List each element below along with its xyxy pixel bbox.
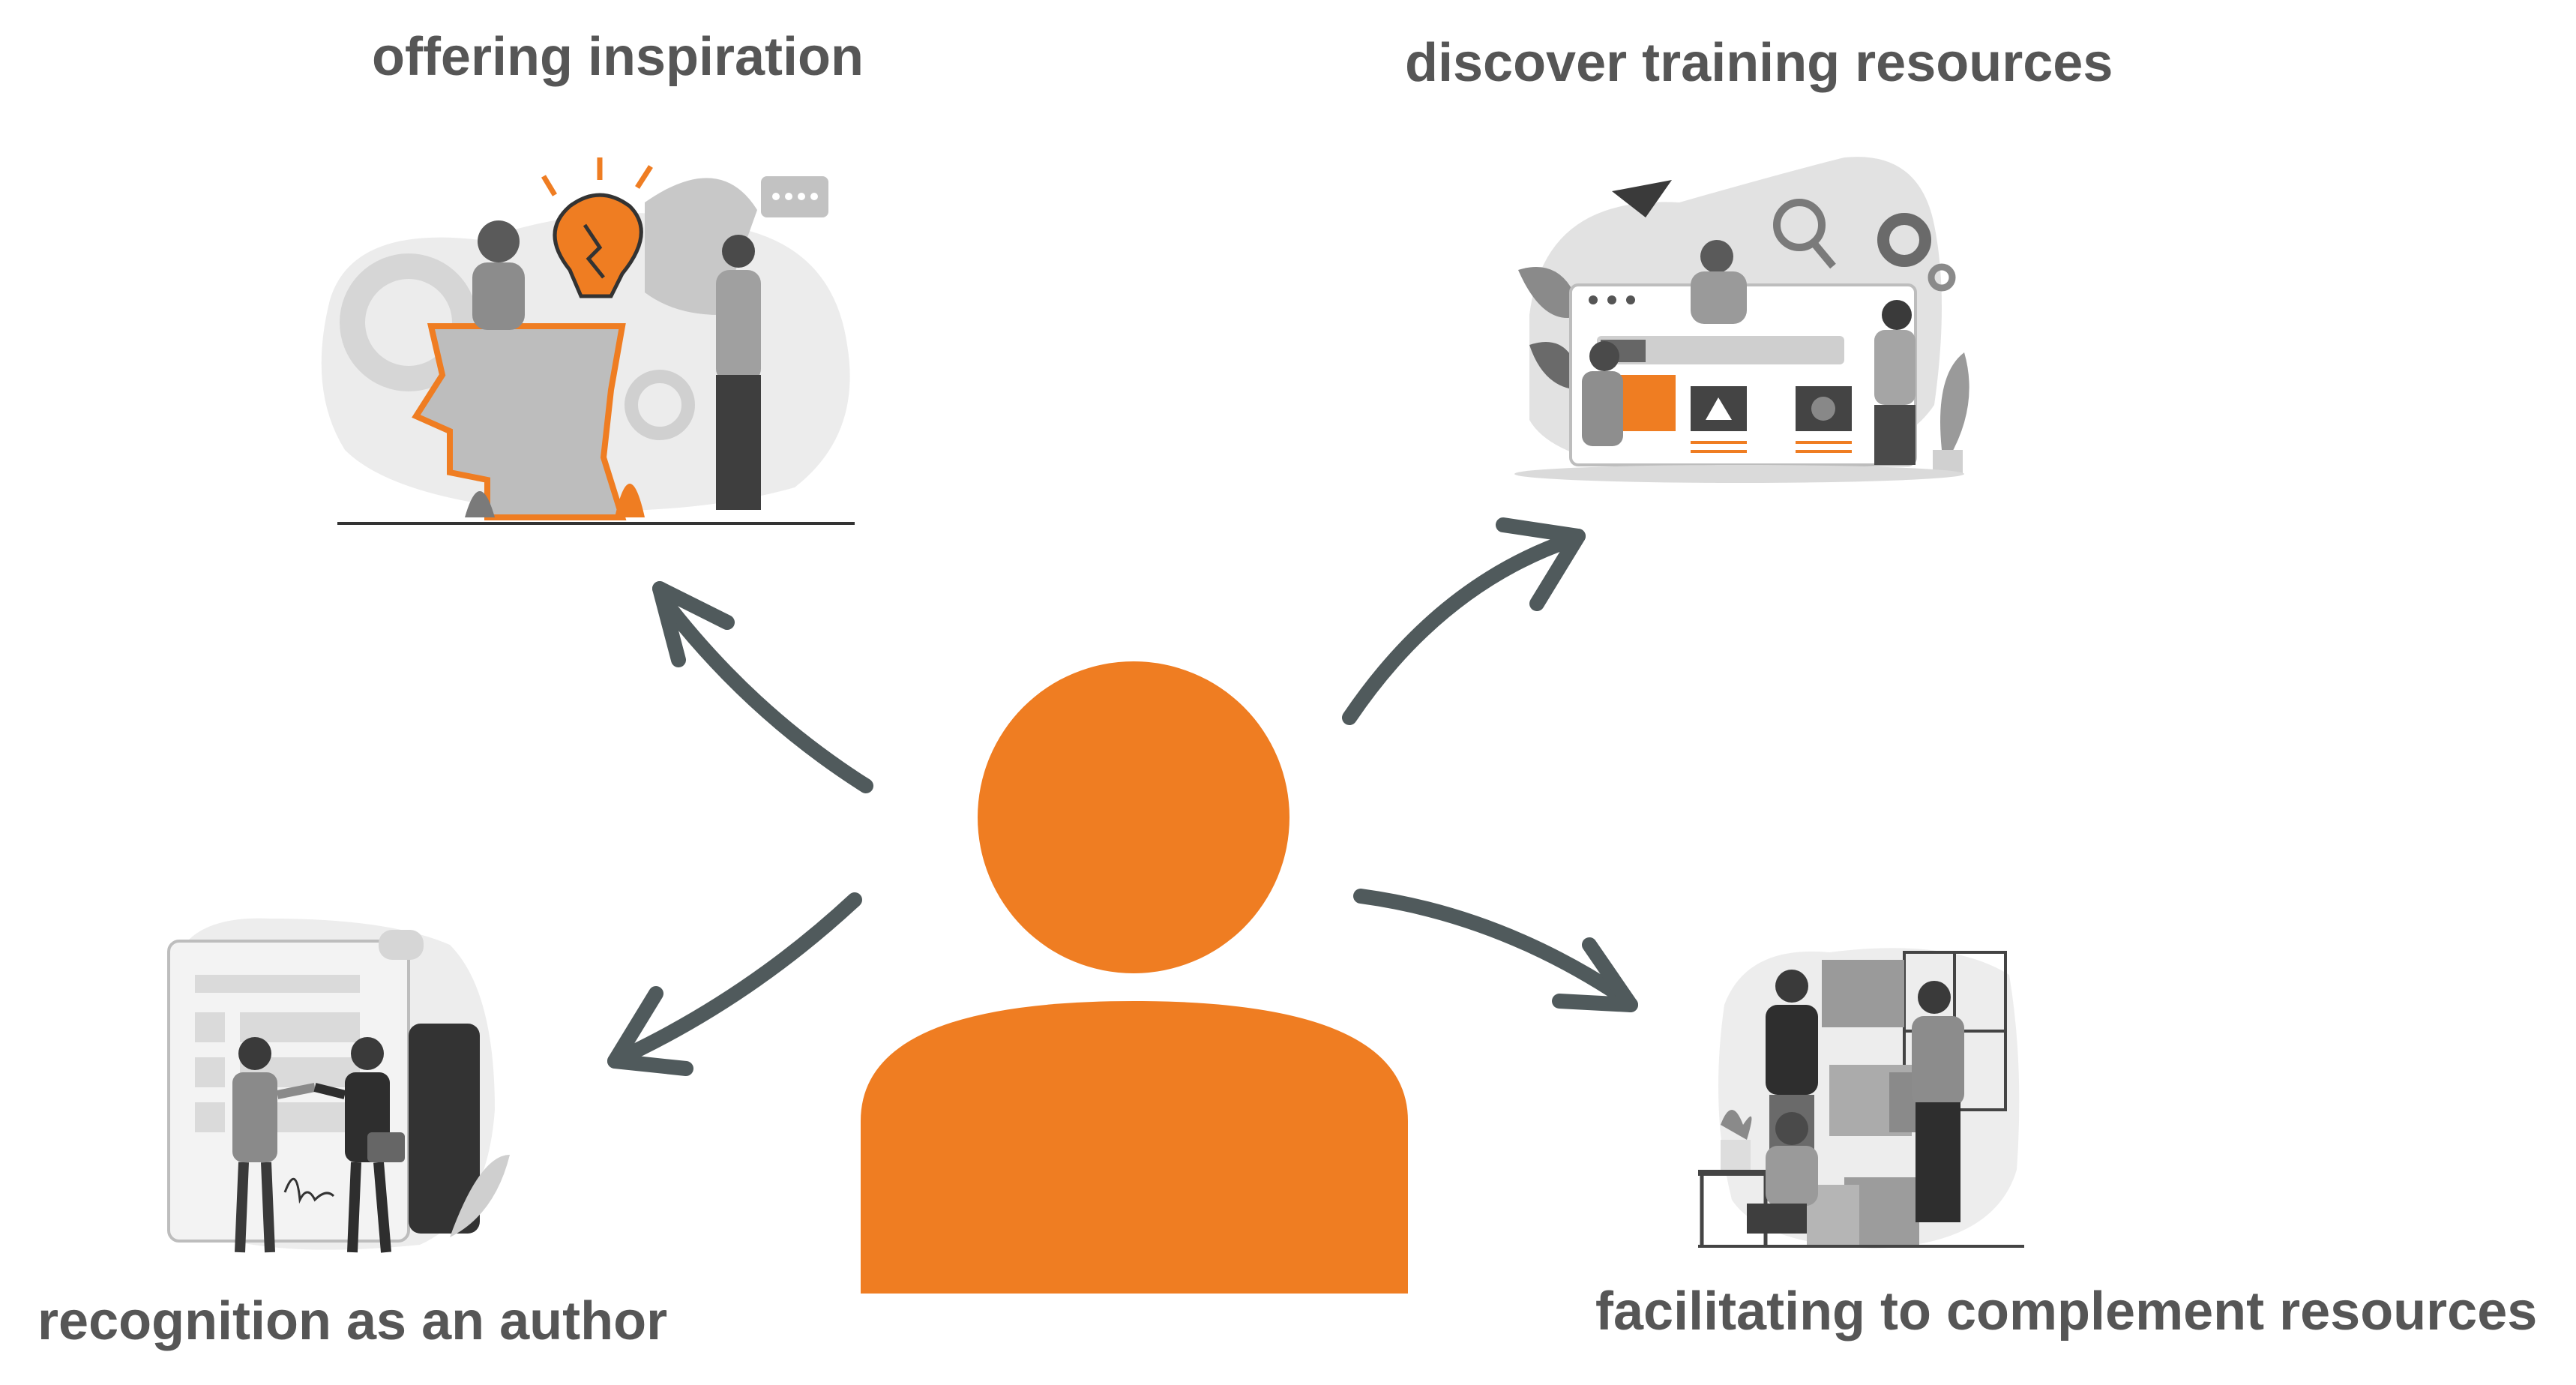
web-search-illustration xyxy=(1514,157,1969,483)
label-recognition-as-an-author: recognition as an author xyxy=(37,1291,668,1351)
moving-boxes-illustration xyxy=(1698,948,2024,1249)
arrow-to-recognition xyxy=(607,892,862,1076)
label-offering-inspiration: offering inspiration xyxy=(372,27,864,87)
arrow-to-offering-inspiration xyxy=(652,581,873,793)
label-discover-training-resources: discover training resources xyxy=(1405,33,2113,93)
arrow-to-facilitating xyxy=(1353,889,1638,1012)
person-icon xyxy=(861,661,1408,1294)
handshake-contract-illustration xyxy=(167,918,510,1253)
label-facilitating-to-complement-resources: facilitating to complement resources xyxy=(1595,1282,2538,1342)
arrow-to-discover-training xyxy=(1342,517,1586,725)
idea-head-illustration xyxy=(321,157,855,525)
